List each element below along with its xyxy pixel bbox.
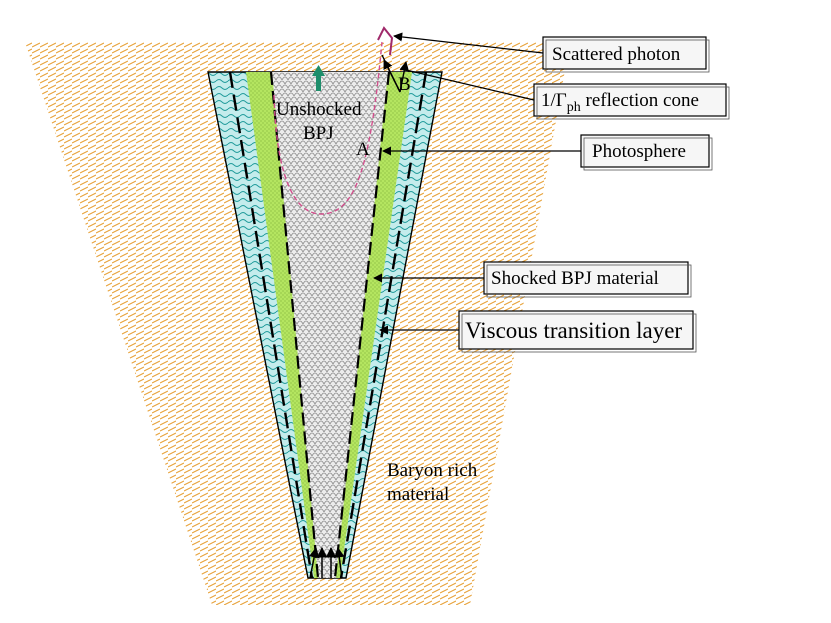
base-arrows-icon — [308, 546, 345, 579]
outflow-arrow-icon — [312, 65, 325, 91]
inner-boundary-left — [228, 71, 314, 579]
shocked-bpj-label: Shocked BPJ material — [491, 268, 659, 289]
unshocked-label-line1: Unshocked — [276, 99, 362, 120]
core-boundary-right — [333, 71, 391, 579]
scattered-photon-pointer — [393, 32, 544, 54]
inner-boundary-right — [339, 71, 428, 579]
point-b-label: B — [398, 74, 411, 95]
unshocked-bpj-core — [272, 72, 388, 578]
photosphere-callout: Photosphere — [580, 134, 713, 171]
core-boundary-left — [269, 71, 320, 579]
point-a-label: A — [356, 139, 370, 160]
baryon-label-line1: Baryon rich — [387, 460, 478, 481]
reflection-cone-subscript: ph — [567, 100, 581, 115]
scattered-photon-label: Scattered photon — [552, 44, 681, 65]
unshocked-label-line2: BPJ — [303, 123, 334, 144]
reflection-cone-prefix: 1/Γ — [541, 90, 567, 111]
scattered-photon-callout: Scattered photon — [542, 36, 710, 73]
reflection-cone-suffix: reflection cone — [581, 90, 699, 111]
reflection-cone-callout: 1/Γph reflection cone — [533, 83, 730, 120]
viscous-layer-callout: Viscous transition layer — [458, 310, 697, 353]
reflection-cone-arrow-left — [383, 59, 401, 93]
reflection-cone-label: 1/Γph reflection cone — [541, 90, 699, 115]
viscous-layer-label: Viscous transition layer — [465, 318, 682, 343]
photosphere-label: Photosphere — [592, 141, 686, 162]
reflection-cone-pointer — [405, 69, 535, 101]
shocked-bpj-callout: Shocked BPJ material — [483, 261, 692, 298]
photosphere-curve — [273, 41, 383, 215]
scattered-photon-path — [377, 26, 394, 56]
reflection-cone-arrow-right — [399, 61, 410, 93]
baryon-label-line2: material — [387, 484, 449, 505]
